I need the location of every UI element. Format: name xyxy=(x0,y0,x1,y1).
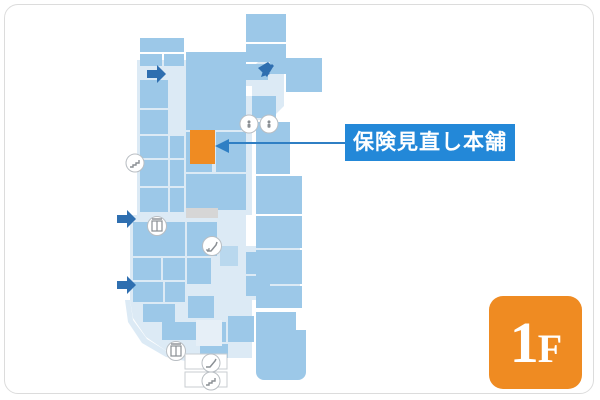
tenant-blocks-north xyxy=(140,14,322,212)
elevator-icon-2[interactable] xyxy=(166,341,186,361)
entrance-arrow-nw[interactable] xyxy=(147,65,166,83)
entrance-arrow-west-1[interactable] xyxy=(117,210,136,228)
elevator-icon[interactable] xyxy=(147,216,167,236)
floor-badge-text: 1F xyxy=(510,313,562,372)
atrium-void xyxy=(186,208,222,346)
entrance-arrow-west-2[interactable] xyxy=(117,276,136,294)
floor-number: 1 xyxy=(509,309,539,375)
leader-line xyxy=(215,139,345,153)
highlighted-store-unit[interactable] xyxy=(190,130,215,164)
entrance-arrows xyxy=(117,62,274,294)
highlighted-store-label[interactable]: 保険見直し本舗 xyxy=(345,124,515,161)
stairs-icon-2[interactable] xyxy=(201,371,221,391)
escalator-icon[interactable] xyxy=(202,236,222,256)
entrance-arrow-ne[interactable] xyxy=(258,62,274,77)
escalator-icon-2[interactable] xyxy=(201,353,221,373)
floor-badge: 1F xyxy=(489,296,582,389)
store-name-text: 保険見直し本舗 xyxy=(353,131,507,154)
floor-suffix: F xyxy=(537,325,562,371)
restroom-women-icon[interactable] xyxy=(239,114,259,134)
restroom-men-icon[interactable] xyxy=(259,114,279,134)
stairs-icon[interactable] xyxy=(125,153,145,173)
plaza-island xyxy=(220,246,238,266)
anchor-store-southeast xyxy=(256,312,306,380)
